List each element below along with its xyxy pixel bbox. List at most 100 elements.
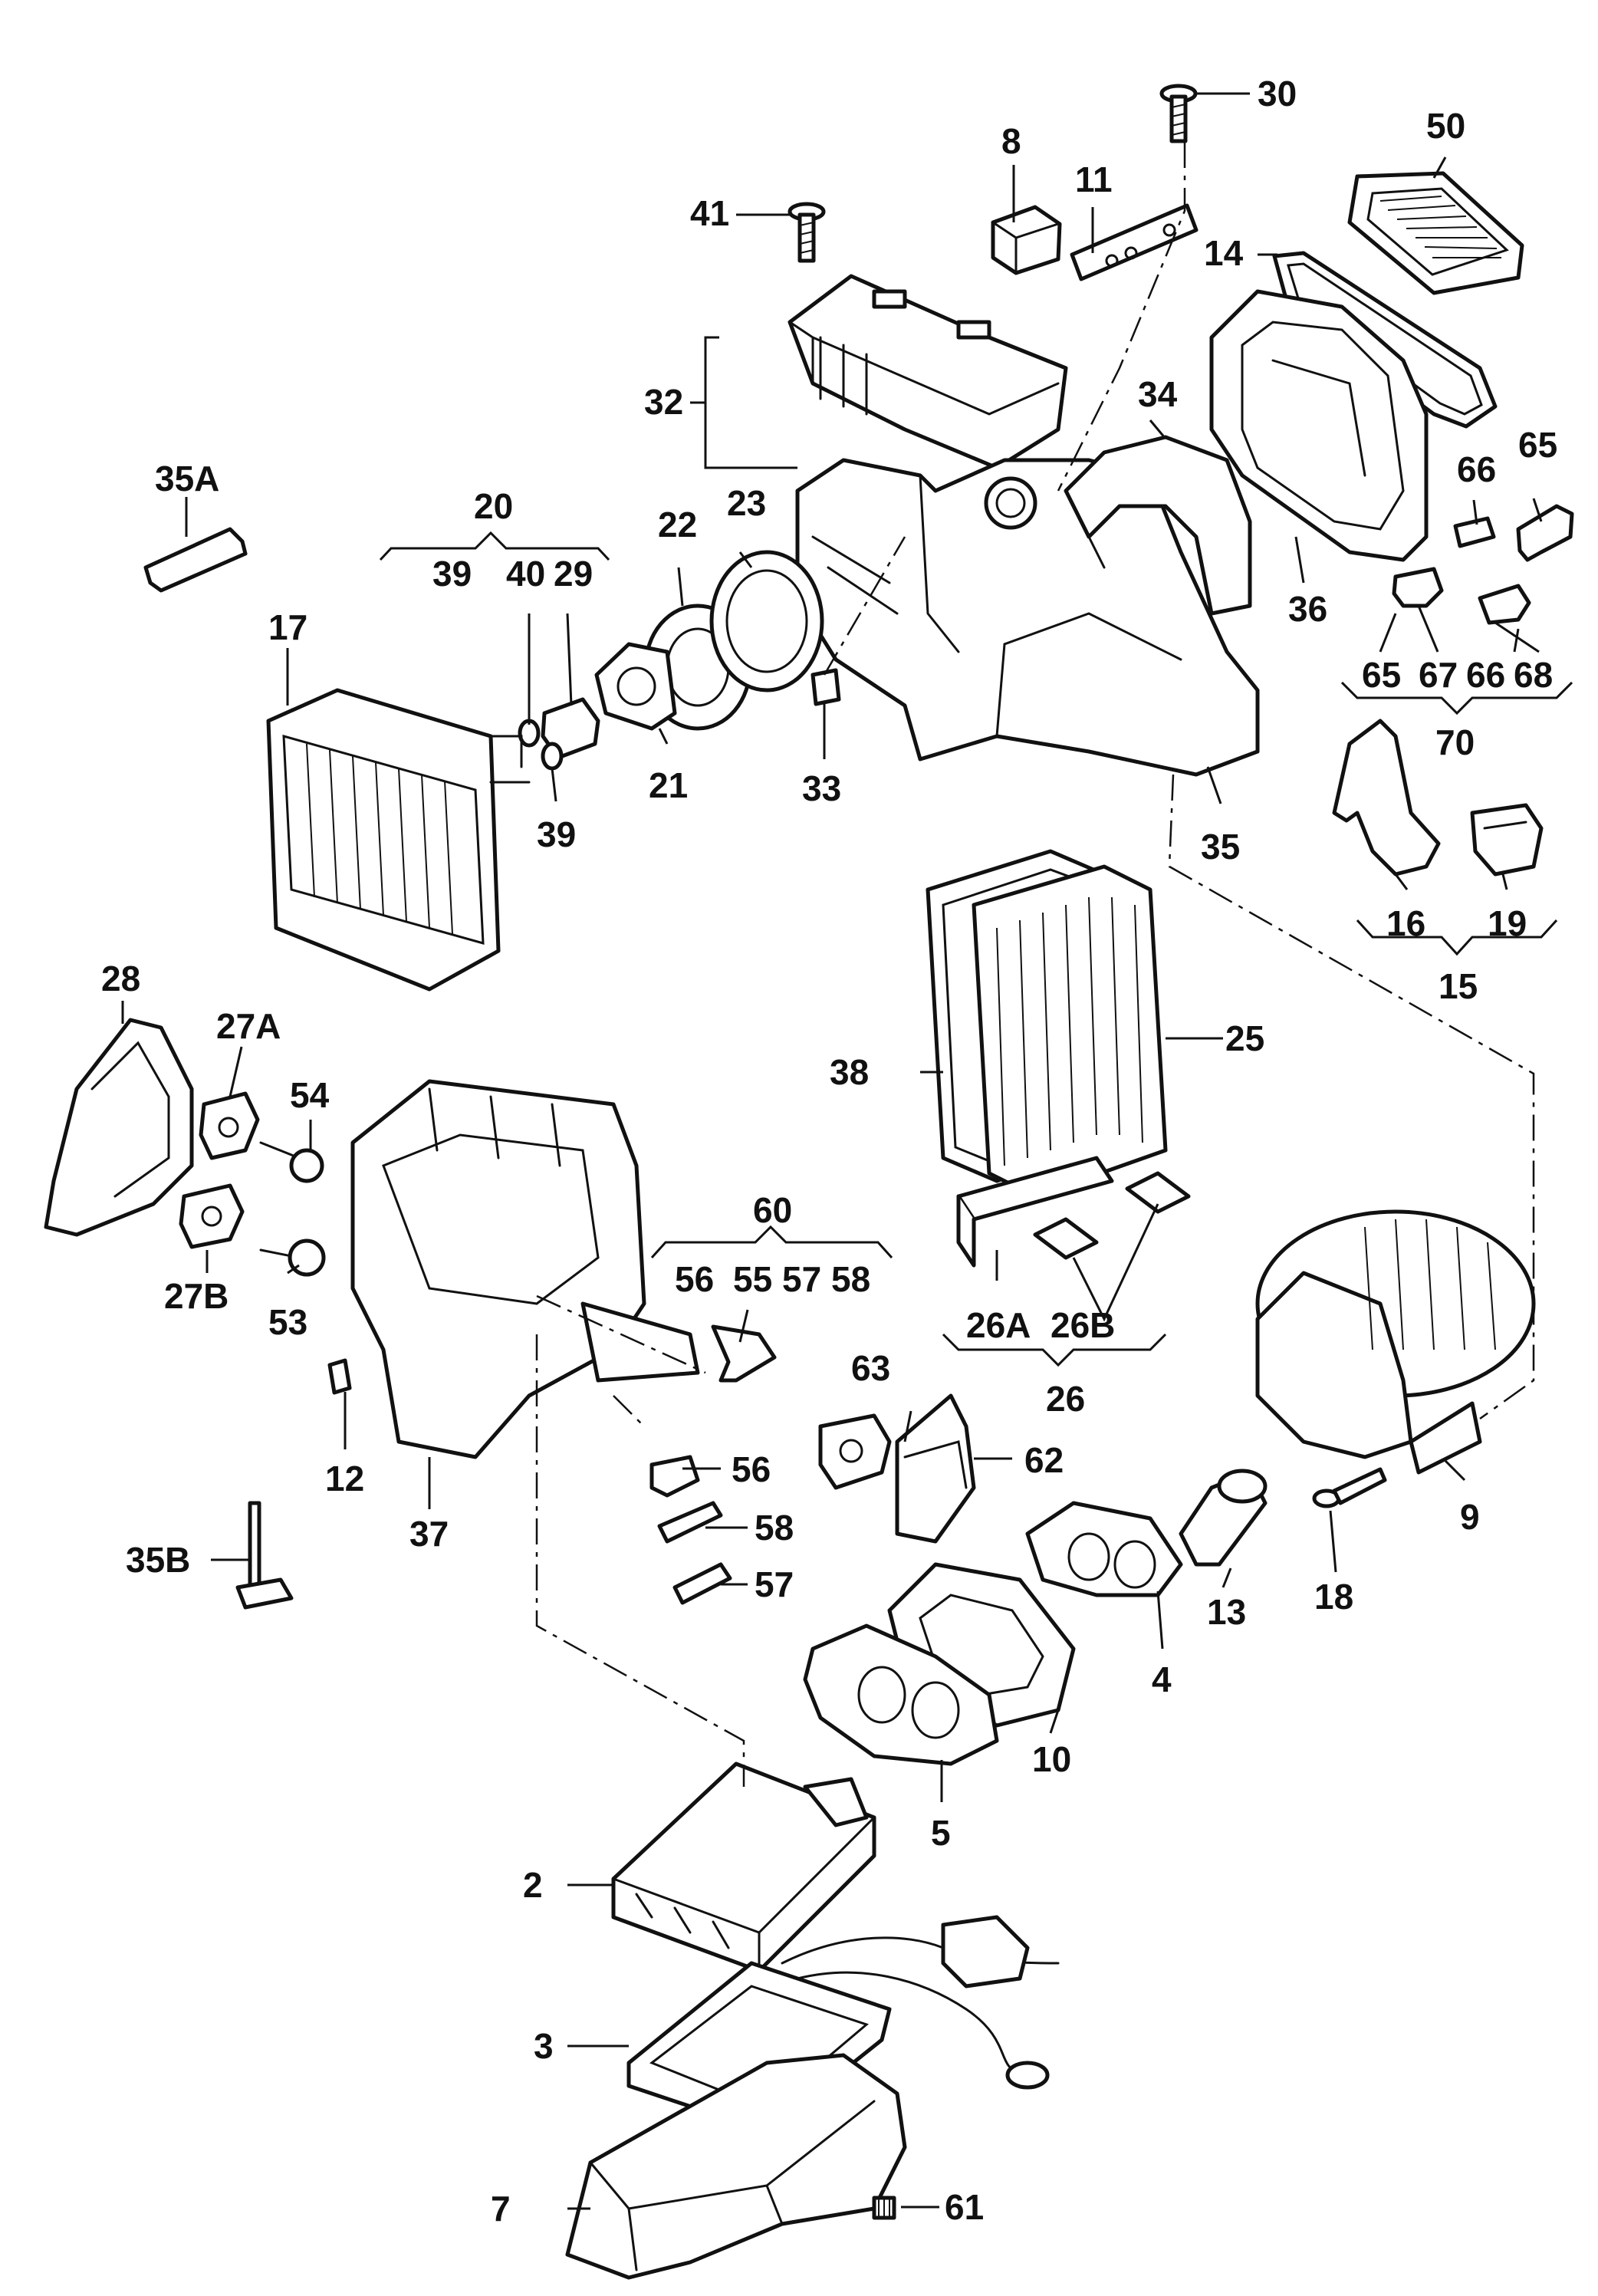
callout-38: 38 bbox=[830, 1052, 869, 1092]
callout-56a: 56 bbox=[675, 1259, 714, 1299]
part-11-bracket bbox=[1070, 203, 1198, 281]
leader-lines bbox=[121, 92, 1573, 2210]
part-9-blower bbox=[1255, 1209, 1536, 1475]
callout-55: 55 bbox=[733, 1259, 772, 1299]
part-63-actuator bbox=[818, 1413, 892, 1490]
callout-33: 33 bbox=[802, 768, 841, 808]
part-7-lower-housing bbox=[565, 2053, 907, 2280]
part-39-oring bbox=[541, 742, 564, 771]
part-harness bbox=[781, 1915, 1060, 2090]
callout-56b: 56 bbox=[732, 1449, 771, 1489]
callout-19: 19 bbox=[1488, 903, 1527, 943]
callout-7: 7 bbox=[491, 2189, 511, 2229]
part-54-gear bbox=[259, 1141, 324, 1183]
part-36-box bbox=[1209, 289, 1429, 562]
callout-11: 11 bbox=[1075, 160, 1113, 199]
callout-65b: 65 bbox=[1362, 655, 1401, 695]
part-28-duct bbox=[44, 1018, 194, 1237]
callout-20: 20 bbox=[474, 486, 513, 526]
callout-2: 2 bbox=[523, 1865, 543, 1905]
callout-54: 54 bbox=[290, 1075, 330, 1115]
callout-41: 41 bbox=[690, 193, 729, 233]
callout-70: 70 bbox=[1435, 722, 1475, 762]
part-23-ring bbox=[709, 550, 824, 692]
callout-32: 32 bbox=[644, 382, 683, 422]
callout-39b: 39 bbox=[537, 814, 576, 854]
callout-62: 62 bbox=[1024, 1440, 1064, 1480]
part-27A-actuator bbox=[199, 1091, 260, 1160]
callout-57a: 57 bbox=[782, 1259, 821, 1299]
parts-layer bbox=[44, 84, 1574, 2280]
part-56-lever bbox=[649, 1455, 700, 1498]
part-66-pin bbox=[1453, 516, 1496, 548]
callout-26b: 26B bbox=[1051, 1305, 1115, 1345]
callout-9: 9 bbox=[1460, 1497, 1480, 1537]
part-41-screw bbox=[787, 202, 826, 263]
part-26A-pad bbox=[956, 1156, 1114, 1268]
part-55-lever bbox=[711, 1324, 777, 1383]
callout-34: 34 bbox=[1138, 374, 1178, 414]
part-5-seal bbox=[803, 1623, 999, 1766]
part-65-lever bbox=[1516, 504, 1574, 562]
callout-63: 63 bbox=[851, 1348, 890, 1388]
callout-36: 36 bbox=[1288, 589, 1327, 629]
part-13-hose bbox=[1179, 1469, 1268, 1567]
callout-53: 53 bbox=[268, 1302, 307, 1342]
callout-26: 26 bbox=[1046, 1379, 1085, 1419]
part-30-screw bbox=[1159, 84, 1198, 143]
part-61-pad bbox=[872, 2196, 896, 2220]
callout-5: 5 bbox=[931, 1813, 951, 1853]
callout-26a: 26A bbox=[966, 1305, 1031, 1345]
callout-22: 22 bbox=[658, 505, 697, 544]
part-16-cover bbox=[1332, 719, 1441, 877]
part-19-actuator bbox=[1470, 803, 1544, 877]
part-50-grille bbox=[1347, 171, 1524, 295]
part-12-clip bbox=[327, 1358, 352, 1395]
callout-17: 17 bbox=[268, 607, 307, 647]
callout-28: 28 bbox=[101, 959, 140, 998]
callout-50: 50 bbox=[1426, 106, 1465, 146]
part-67-clip bbox=[1392, 567, 1444, 608]
callout-23: 23 bbox=[727, 483, 766, 523]
callout-40: 40 bbox=[506, 554, 545, 594]
callout-18: 18 bbox=[1314, 1577, 1353, 1617]
callout-10: 10 bbox=[1032, 1739, 1071, 1779]
callout-25: 25 bbox=[1225, 1018, 1264, 1058]
callout-58b: 58 bbox=[755, 1508, 794, 1548]
callout-27b: 27B bbox=[164, 1276, 229, 1316]
part-34-duct bbox=[1064, 435, 1252, 616]
callout-66b: 66 bbox=[1466, 655, 1505, 695]
part-26B-pads bbox=[1033, 1171, 1191, 1260]
callout-30: 30 bbox=[1258, 74, 1297, 113]
callout-65a: 65 bbox=[1518, 425, 1557, 465]
part-62-actuator bbox=[895, 1393, 976, 1544]
callout-4: 4 bbox=[1152, 1660, 1172, 1699]
part-35B-sensor bbox=[235, 1501, 294, 1610]
part-8-connector bbox=[991, 205, 1062, 275]
callout-35a: 35A bbox=[155, 459, 219, 498]
part-main-housing bbox=[795, 458, 1260, 777]
callout-labels: 30 8 11 50 41 14 32 34 65 66 35A 20 22 2… bbox=[101, 74, 1557, 2229]
callout-14: 14 bbox=[1204, 233, 1244, 273]
callout-8: 8 bbox=[1001, 121, 1021, 161]
callout-57b: 57 bbox=[755, 1564, 794, 1604]
part-27B-actuator bbox=[179, 1183, 245, 1249]
part-25-filter bbox=[972, 864, 1168, 1199]
callout-68: 68 bbox=[1514, 655, 1553, 695]
callout-21: 21 bbox=[649, 765, 688, 805]
callout-16: 16 bbox=[1386, 903, 1425, 943]
callout-13: 13 bbox=[1207, 1592, 1246, 1632]
callout-12: 12 bbox=[325, 1459, 364, 1498]
part-2-heater-core bbox=[611, 1761, 876, 1973]
callout-35b: 35B bbox=[126, 1540, 190, 1580]
part-58-link bbox=[657, 1501, 723, 1544]
part-33-clip bbox=[811, 668, 841, 706]
callout-3: 3 bbox=[534, 2026, 554, 2066]
part-21-valve bbox=[594, 642, 677, 731]
part-29-fitting bbox=[541, 697, 600, 760]
part-68-connector bbox=[1478, 584, 1531, 625]
callout-61: 61 bbox=[945, 2187, 984, 2227]
callout-35: 35 bbox=[1201, 827, 1240, 867]
callout-67: 67 bbox=[1419, 655, 1458, 695]
